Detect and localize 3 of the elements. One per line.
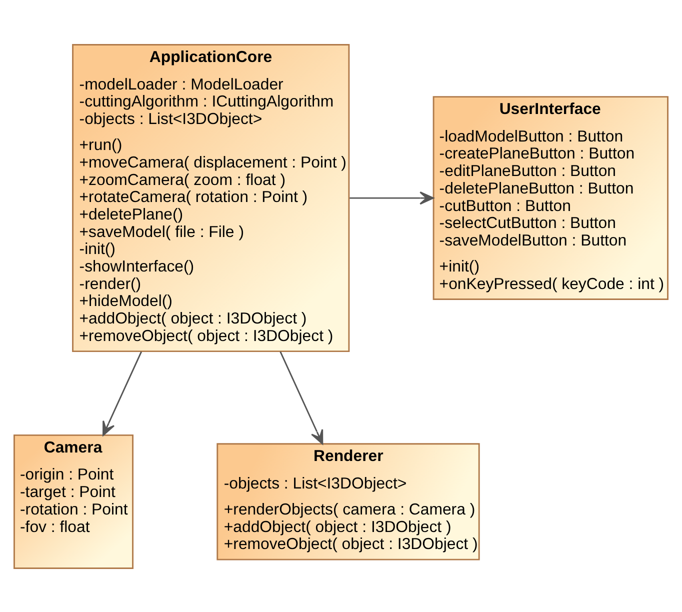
arrow	[350, 190, 434, 204]
arrow	[102, 350, 142, 436]
arrow	[280, 350, 324, 444]
